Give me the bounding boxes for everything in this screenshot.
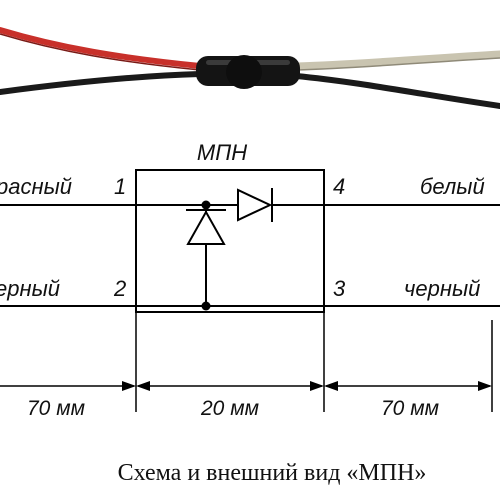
arrow-center-end (310, 381, 324, 391)
red-wire-shadow (0, 33, 201, 71)
arrow-center-start (136, 381, 150, 391)
schematic (0, 169, 500, 313)
left-bottom-wire-label: черный (0, 276, 60, 301)
diode-horizontal-triangle (237, 188, 273, 222)
dimension-center-label: 20 мм (200, 397, 259, 420)
left-top-wire-label: красный (0, 174, 72, 199)
component-label: МПН (197, 140, 247, 165)
component-bulge (226, 55, 262, 89)
arrow-left-end (122, 381, 136, 391)
dimension-left-label: 70 мм (27, 397, 85, 420)
white-wire (292, 50, 500, 70)
dimension-lines (0, 312, 493, 412)
pin-label-3: 3 (333, 276, 346, 301)
right-top-wire-label: белый (420, 174, 485, 199)
black-wire-right (293, 73, 500, 109)
pin-label-2: 2 (113, 276, 126, 301)
diode-vertical (186, 209, 226, 245)
diode-vertical-triangle (186, 209, 226, 245)
black-wire-left (0, 71, 203, 95)
right-bottom-wire-label: черный (404, 276, 480, 301)
junction-dot-bottom (201, 301, 211, 311)
junction-dot-top (201, 200, 211, 210)
pin-label-4: 4 (333, 174, 345, 199)
arrow-right-end (478, 381, 492, 391)
pin-label-1: 1 (114, 174, 126, 199)
dimension-right-label: 70 мм (381, 397, 439, 420)
arrow-right-start (324, 381, 338, 391)
figure-caption: Схема и внешний вид «МПН» (118, 460, 427, 486)
white-wire-shadow (295, 57, 500, 71)
mpn-box (135, 169, 325, 313)
component-photo (0, 27, 500, 109)
dimension-arrows (122, 381, 492, 391)
diode-horizontal (237, 188, 273, 222)
red-wire (0, 27, 203, 69)
